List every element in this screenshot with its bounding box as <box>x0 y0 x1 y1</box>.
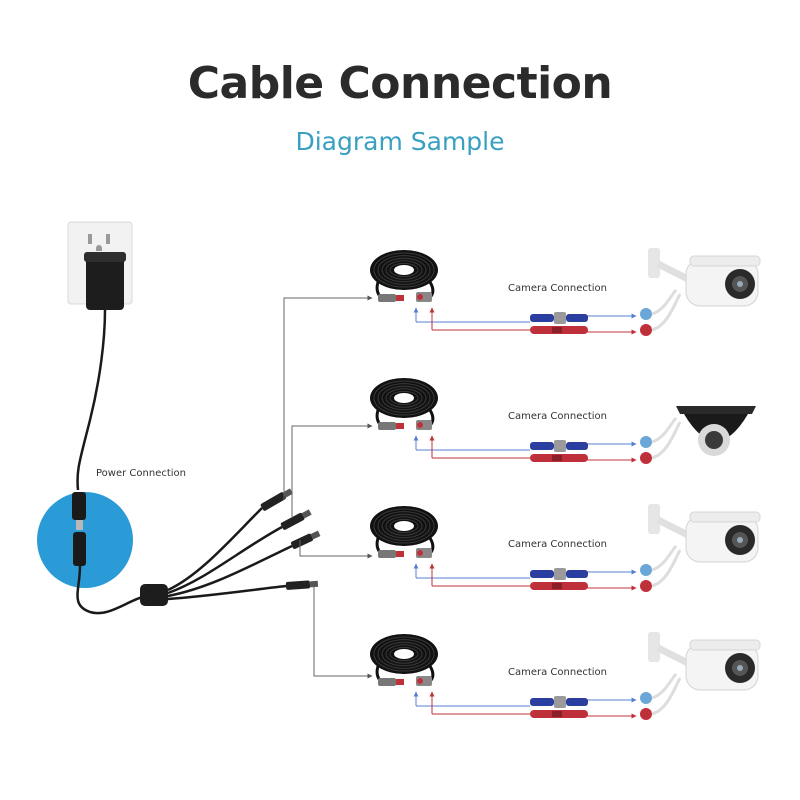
camera-connection-lines <box>413 691 637 719</box>
camera-pigtail <box>640 417 682 464</box>
power-connection-label: Power Connection <box>96 468 186 479</box>
camera-connection-label: Camera Connection <box>508 283 607 294</box>
power-adapter <box>84 252 126 310</box>
camera-connection-label: Camera Connection <box>508 411 607 422</box>
siamese-cable-coil <box>370 634 438 686</box>
camera-row: Camera Connection <box>370 504 761 592</box>
siamese-cable-coil <box>370 250 438 302</box>
video-power-plugs <box>530 568 588 590</box>
camera-connection-lines <box>413 435 637 463</box>
bullet-camera <box>648 248 761 307</box>
siamese-cable-coil <box>370 506 438 558</box>
video-power-plugs <box>530 312 588 334</box>
video-power-plugs <box>530 696 588 718</box>
dc-barrel-connector <box>72 492 86 566</box>
camera-connection-lines <box>413 307 637 335</box>
video-power-plugs <box>530 440 588 462</box>
camera-row: Camera Connection <box>370 632 761 720</box>
siamese-cable-coil <box>370 378 438 430</box>
power-splitter <box>140 488 321 606</box>
camera-connection-label: Camera Connection <box>508 667 607 678</box>
camera-pigtail <box>640 289 682 336</box>
power-routing-lines <box>283 295 373 679</box>
bullet-camera <box>648 504 761 563</box>
camera-pigtail <box>640 545 682 592</box>
camera-connection-lines <box>413 563 637 591</box>
camera-row: Camera Connection <box>370 248 761 336</box>
diagram-subtitle: Diagram Sample <box>295 127 505 156</box>
camera-connection-label: Camera Connection <box>508 539 607 550</box>
bullet-camera <box>648 632 761 691</box>
diagram-title: Cable Connection <box>187 58 613 109</box>
camera-row: Camera Connection <box>370 378 756 464</box>
dome-camera <box>676 406 756 456</box>
camera-pigtail <box>640 673 682 720</box>
